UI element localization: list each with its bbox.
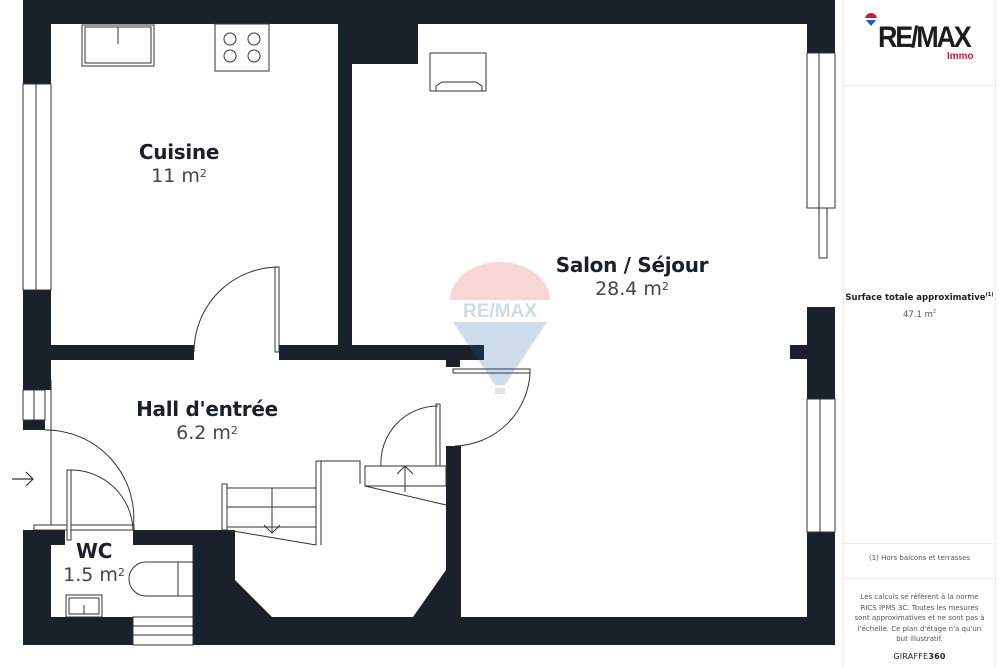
salon-door [452, 368, 531, 447]
surface-title: Surface totale approximative(1) [845, 292, 994, 303]
floor-plan: RE/MAX [12, 0, 836, 646]
arrow-right-icon [12, 471, 34, 487]
divider [844, 578, 995, 579]
room-label-hall: Hall d'entrée 6.2 m2 [136, 397, 278, 445]
divider [844, 543, 995, 544]
svg-text:RE/MAX: RE/MAX [463, 301, 537, 322]
room-area: 28.4 m2 [595, 278, 669, 300]
salon-window-upper [806, 52, 836, 259]
wc-door [66, 469, 134, 541]
balloon-logo-icon [865, 13, 877, 26]
entrance-door [33, 380, 135, 531]
hall-window [22, 389, 46, 421]
surface-value: 47.1 m2 [902, 309, 937, 320]
remax-logo: RE/MAX Immo [844, 8, 995, 80]
remax-watermark-icon: RE/MAX [450, 262, 550, 394]
divider [844, 85, 995, 86]
walls [23, 0, 835, 645]
room-label-kitchen: Cuisine 11 m2 [138, 140, 220, 188]
kitchen-door [193, 266, 280, 353]
fireplace [429, 52, 487, 92]
room-label-living: Salon / Séjour 28.4 m2 [555, 253, 709, 301]
room-name: WC [75, 539, 113, 563]
room-label-wc: WC 1.5 m2 [63, 539, 125, 587]
cooktop [214, 23, 270, 72]
giraffe360-credit: GIRAFFE360 [893, 652, 946, 661]
kitchen-sink [81, 24, 155, 67]
room-name: Cuisine [138, 140, 220, 164]
logo-brand: RE/MAX [878, 21, 972, 54]
room-name: Hall d'entrée [136, 397, 278, 421]
wc-sink [65, 594, 103, 618]
disclaimer: Les calculs se réfèrent à la norme RICS … [854, 593, 985, 643]
toilet [128, 545, 194, 617]
wc-window [132, 616, 194, 646]
kitchen-window [22, 83, 52, 291]
room-area: 6.2 m2 [176, 422, 238, 444]
info-sidebar: RE/MAX Immo Surface totale approximative… [843, 0, 996, 667]
staircase [221, 460, 447, 546]
cupboard-door [380, 403, 441, 467]
salon-window-lower [806, 398, 836, 533]
room-name: Salon / Séjour [555, 253, 709, 277]
logo-sub: Immo [947, 51, 974, 62]
room-area: 11 m2 [151, 165, 207, 187]
room-area: 1.5 m2 [63, 564, 125, 586]
balcony-note: (1) Hors balcons et terrasses [868, 554, 971, 562]
